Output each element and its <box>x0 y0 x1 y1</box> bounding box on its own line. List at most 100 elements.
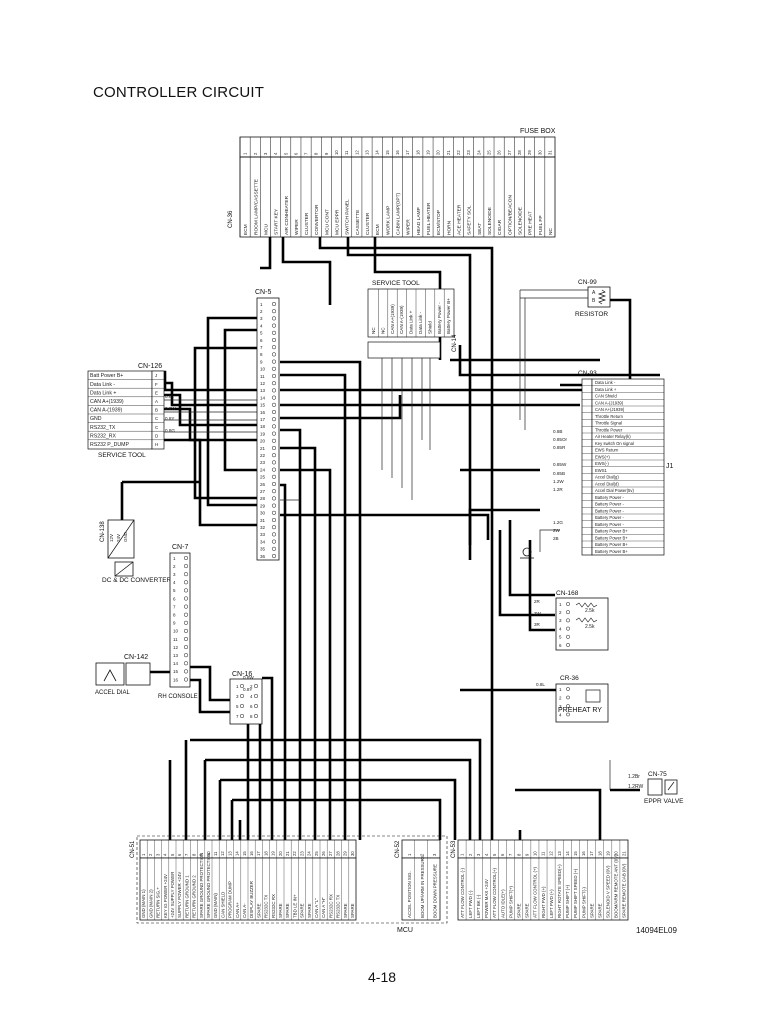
fuse-number: 9 <box>324 152 329 155</box>
cn126-pin: F <box>155 382 158 387</box>
cn53-signal: SPARE <box>516 903 521 918</box>
cn7-pin-number: 7 <box>173 604 176 609</box>
cn5-pin-number: 34 <box>260 539 266 544</box>
cn53-signal: SPARE <box>589 903 594 918</box>
document-id: 14094EL09 <box>636 926 677 935</box>
cn53-pin-number: 21 <box>622 851 627 856</box>
cn93-label: CN-93 <box>578 370 597 377</box>
cn52-label: CN-52 <box>395 840 401 858</box>
wire-code-label: 3W <box>534 611 542 616</box>
cn93-signal: CAN Shield <box>595 394 617 399</box>
cn5-pin-number: 24 <box>260 467 266 472</box>
fuse-number: 14 <box>375 150 380 155</box>
cn52-pin-number: 1 <box>407 853 412 856</box>
fuse-circuit-label: CIGAR <box>497 219 503 235</box>
cn99-caption: RESISTOR <box>575 311 608 318</box>
cn53-pin-number: 2 <box>468 853 473 856</box>
cn16-pin-socket <box>239 683 245 689</box>
cn93-signal: Battery Power - <box>595 522 624 527</box>
cn5-pin-number: 3 <box>260 316 263 321</box>
cn51-signal: RS232C RX <box>328 894 333 918</box>
cn168-pin-number: 1 <box>559 602 562 607</box>
cn51-pin-number: 20 <box>278 851 283 856</box>
cn75-caption: EPPR VALVE <box>644 798 684 805</box>
cn168-pin-socket <box>566 643 570 647</box>
harness-wires <box>120 237 660 840</box>
cn126-pin: A <box>155 399 158 404</box>
cr36-pin-number: 2 <box>559 695 562 700</box>
cn93-signal: Battery Power - <box>595 508 624 513</box>
fuse-circuit-label: ECM <box>243 224 249 235</box>
cn93-signal: Air Heater Relay(k) <box>595 434 631 439</box>
fuse-box-title: FUSE BOX <box>520 128 556 135</box>
fuse-circuit-label: SOLENOIDE <box>487 207 493 235</box>
wire-code-label: 0.8G <box>165 428 175 433</box>
cr36-caption: PREHEAT RY <box>558 707 602 714</box>
fuse-circuit-label: MCU <box>263 224 269 235</box>
cn93-signal: Accel Dial Power(5v) <box>595 488 634 493</box>
connector-cn142: CN-142 ACCEL DIAL <box>95 654 151 696</box>
cn51-signal: SPARE <box>300 903 305 918</box>
cn52-pin-number: 2 <box>420 853 425 856</box>
cn93-signal: Key switch On signal <box>595 441 634 446</box>
fuse-number: 12 <box>354 150 359 155</box>
fuse-circuit-label: SEAT <box>477 223 483 235</box>
cn5-pin-number: 28 <box>260 496 266 501</box>
cn7-pin-socket <box>183 596 189 601</box>
cn75-wire-1: 1.2Br <box>628 774 640 780</box>
cn5-label: CN-5 <box>255 289 271 296</box>
cn168-pin-number: 2 <box>559 610 562 615</box>
cn7-pin-number: 12 <box>173 645 179 650</box>
fuse-number: 10 <box>334 150 339 155</box>
cn138-pin-1: 12V <box>109 534 114 542</box>
fuse-circuit-label: NC <box>548 228 554 235</box>
cr36-pin-socket <box>566 687 570 691</box>
cn5-pin-number: 1 <box>260 302 263 307</box>
page-number: 4-18 <box>368 969 397 985</box>
wire-code-label: 0.8W <box>165 406 176 411</box>
fuse-circuit-label: ECM <box>375 224 381 235</box>
cn7-pin-number: 11 <box>173 637 178 642</box>
cn51-signal: RETURN GROUND 2 <box>192 875 197 918</box>
cn7-pin-socket <box>183 564 189 569</box>
cn51-pin-number: 17 <box>256 851 261 856</box>
cn51-pin-number: 3 <box>155 853 160 856</box>
cn16-pin-socket <box>253 693 259 699</box>
cn51-signal: CAN SHIELD <box>220 892 225 918</box>
cn93-signal: EWS(-) <box>595 461 609 466</box>
cn51-signal: RS232C TX <box>336 895 341 918</box>
cr36-pin-socket <box>566 712 570 717</box>
cn7-pin-number: 9 <box>173 621 176 626</box>
cn5-pin-socket <box>271 445 277 451</box>
cn16-pin-number: 6 <box>250 704 253 709</box>
cn51-pin-number: 27 <box>328 851 333 856</box>
cn7-pin-number: 15 <box>173 669 179 674</box>
cn5-pin-number: 21 <box>260 446 266 451</box>
cn53-signal: SPARE <box>597 903 602 918</box>
cn5-pin-number: 23 <box>260 460 266 465</box>
cn7-pin-socket <box>183 555 189 561</box>
cn93-signal: Data Link - <box>595 380 616 385</box>
wire-code-label: 0.8L <box>536 682 545 687</box>
cn99-label: CN-99 <box>578 279 597 286</box>
cn5-pin-socket <box>271 460 277 465</box>
cn5-pin-socket <box>271 381 277 386</box>
cn126-pin: J <box>155 373 157 378</box>
cn5-pin-number: 26 <box>260 482 266 487</box>
cn16-pin-number: 2 <box>250 684 253 689</box>
cn51-pin-number: 21 <box>285 851 290 856</box>
cn16-pin-socket <box>253 683 259 689</box>
service-tool-row: Battery Power - <box>437 302 442 334</box>
cr36-pin-number: 4 <box>559 712 562 717</box>
fuse-number: 4 <box>273 152 278 155</box>
fuse-number: 26 <box>497 150 502 155</box>
cn16-pin-socket <box>239 693 245 699</box>
cn93-signal: EWS1 <box>595 468 608 473</box>
wire-code-label: 1.2W <box>553 479 564 484</box>
fuse-number: 5 <box>283 152 288 155</box>
cn126-pin: C <box>155 416 159 421</box>
cn7-pin-number: 2 <box>173 564 176 569</box>
cn5-pin-socket <box>271 539 277 544</box>
